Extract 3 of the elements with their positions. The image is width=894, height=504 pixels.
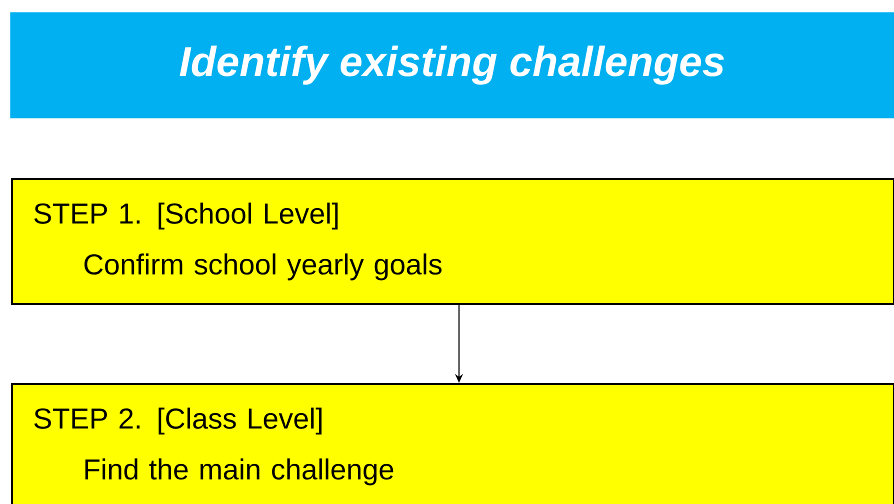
step-box: STEP 1. [School Level] Confirm school yearly goals [11, 178, 894, 305]
title-banner: Identify existing challenges [10, 12, 894, 118]
step-box: STEP 2. [Class Level] Find the main challenge [11, 383, 894, 504]
